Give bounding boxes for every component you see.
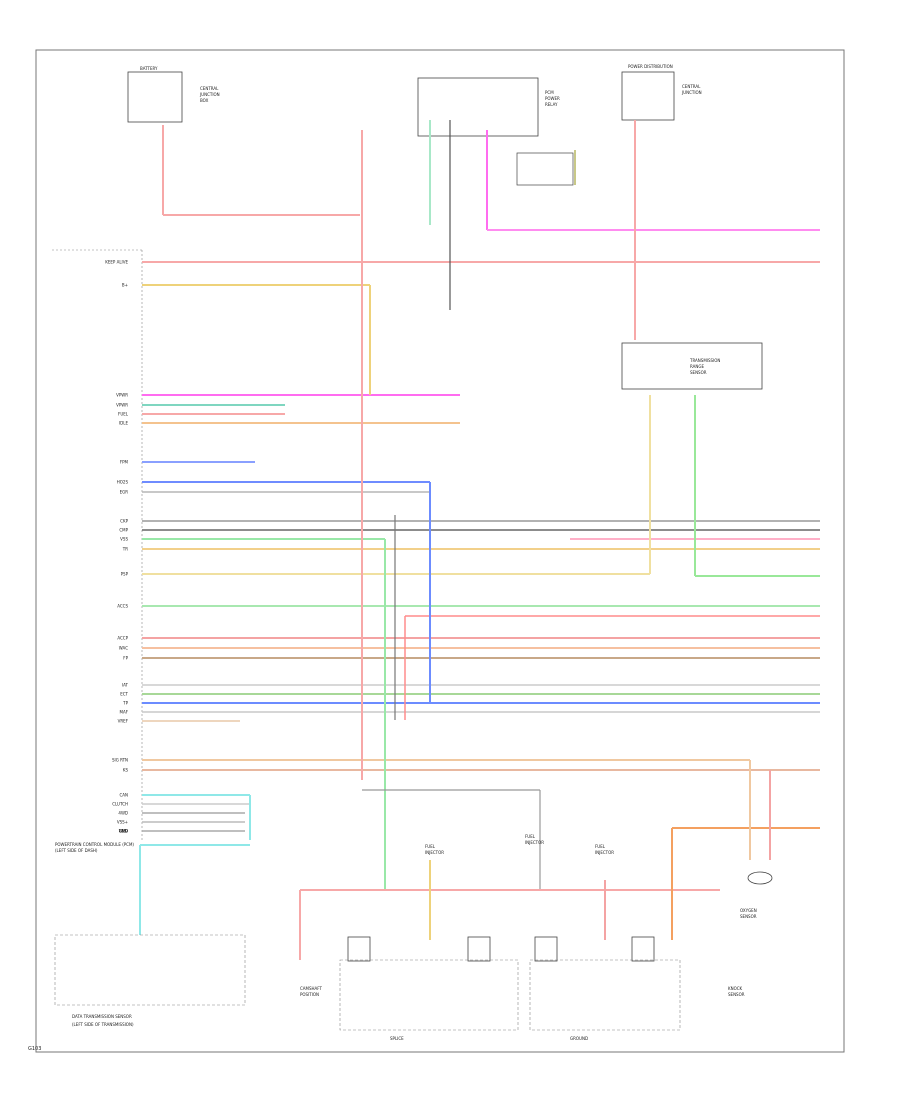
injector-bank-2 xyxy=(529,959,681,1031)
pin-label: VREF xyxy=(118,719,129,724)
injector-3-label: FUEL xyxy=(595,844,606,849)
injector-2-label: FUEL xyxy=(525,834,536,839)
bottom-left-label-2: (LEFT SIDE OF TRANSMISSION) xyxy=(72,1022,134,1027)
transmission-range-sensor-box xyxy=(621,342,763,390)
injector-3-label-2: INJECTOR xyxy=(595,850,614,855)
pin-label: EGR xyxy=(120,490,129,495)
data-transmission-sensor-box xyxy=(54,934,246,1006)
pin-label: CKP xyxy=(120,519,128,524)
trans-box-label: TRANSMISSION xyxy=(689,358,720,363)
pin-label: KS xyxy=(123,768,129,773)
bottom-components: FUEL INJECTOR FUEL INJECTOR FUEL INJECTO… xyxy=(54,834,773,1041)
pin-label: SIG RTN xyxy=(112,758,128,763)
pin-label: WAC xyxy=(119,646,128,651)
wire-group xyxy=(139,120,820,960)
pin-label: IAT xyxy=(122,683,129,688)
pin-label: ACCP xyxy=(117,636,128,641)
relay-label: PCM xyxy=(545,90,554,95)
bottom-left-label: DATA TRANSMISSION SENSOR xyxy=(72,1014,132,1019)
injector-1-label: FUEL xyxy=(425,844,436,849)
pin-label: GND xyxy=(119,829,128,834)
pin-label: VSS- xyxy=(119,829,129,834)
knock-sensor-label-2: SENSOR xyxy=(728,992,745,997)
diagram-frame xyxy=(35,49,845,1053)
footer-ref: G103 xyxy=(28,1046,41,1052)
injector-3-body xyxy=(534,936,558,962)
pin-label: VSS xyxy=(120,537,128,542)
right-top-side-label-2: JUNCTION xyxy=(681,90,702,95)
injector-1-label-2: INJECTOR xyxy=(425,850,444,855)
pin-label: GND xyxy=(119,829,128,834)
relay-label-2: POWER xyxy=(545,96,560,101)
ground-note: GROUND xyxy=(570,1036,588,1041)
pin-label: CMP xyxy=(119,528,128,533)
pin-label: CAN xyxy=(119,793,128,798)
pcm-power-relay-box xyxy=(417,77,539,137)
pin-label: GND xyxy=(119,829,128,834)
pin-label: ECT xyxy=(120,692,128,697)
pin-label: FUEL xyxy=(118,412,129,417)
left-top-label: BATTERY xyxy=(140,66,158,71)
pin-label: KEEP ALIVE xyxy=(105,260,128,265)
oxygen-sensor-connector xyxy=(747,871,773,885)
left-top-side-label: CENTRAL xyxy=(200,86,219,91)
pin-label: HO2S xyxy=(117,480,129,485)
camshaft-label-2: POSITION xyxy=(300,992,319,997)
pin-label: ACCS xyxy=(117,604,128,609)
trans-box-label-3: SENSOR xyxy=(690,370,707,375)
right-top-label: POWER DISTRIBUTION xyxy=(628,64,673,69)
pin-label: PSP xyxy=(121,572,129,577)
relay-sub-box xyxy=(516,152,574,186)
injector-4-body xyxy=(631,936,655,962)
pin-label: TP xyxy=(122,701,128,706)
pin-label: IDLE xyxy=(119,421,128,426)
injector-1-body xyxy=(347,936,371,962)
pin-label: CLUTCH xyxy=(112,802,128,807)
injector-bank-1 xyxy=(339,959,519,1031)
pin-label: MAF xyxy=(120,710,129,715)
pin-label: B+ xyxy=(122,283,128,288)
camshaft-label: CAMSHAFT xyxy=(300,986,322,991)
knock-sensor-label: KNOCK xyxy=(728,986,743,991)
splice-note: SPLICE xyxy=(390,1036,404,1041)
power-distribution-box xyxy=(621,71,675,121)
relay-label-3: RELAY xyxy=(545,102,558,107)
oxygen-sensor-label: OXYGEN xyxy=(740,908,757,913)
pin-label: VPWR xyxy=(116,403,128,408)
trans-box-label-2: RANGE xyxy=(690,364,704,369)
pin-label-column: KEEP ALIVE B+ VPWR VPWR FUEL IDLE FPM HO2S EGR CK… xyxy=(105,260,129,834)
injector-2-label-2: INJECTOR xyxy=(525,840,544,845)
right-top-side-label: CENTRAL xyxy=(682,84,701,89)
oxygen-sensor-label-2: SENSOR xyxy=(740,914,757,919)
pcm-bottom-label-2: (LEFT SIDE OF DASH) xyxy=(55,848,98,853)
battery-junction-box xyxy=(127,71,183,123)
injector-2-body xyxy=(467,936,491,962)
pin-label: TR xyxy=(122,547,128,552)
pcm-bottom-label: POWERTRAIN CONTROL MODULE (PCM) xyxy=(55,842,134,847)
pin-label: FPM xyxy=(120,460,129,465)
pin-label: 4WD xyxy=(118,811,128,816)
pin-label: FP xyxy=(123,656,128,661)
pin-label: VSS+ xyxy=(117,820,128,825)
left-top-side-label-2: JUNCTION xyxy=(199,92,220,97)
left-top-side-label-3: BOX xyxy=(200,98,209,103)
pin-label: VPWR xyxy=(116,393,128,398)
